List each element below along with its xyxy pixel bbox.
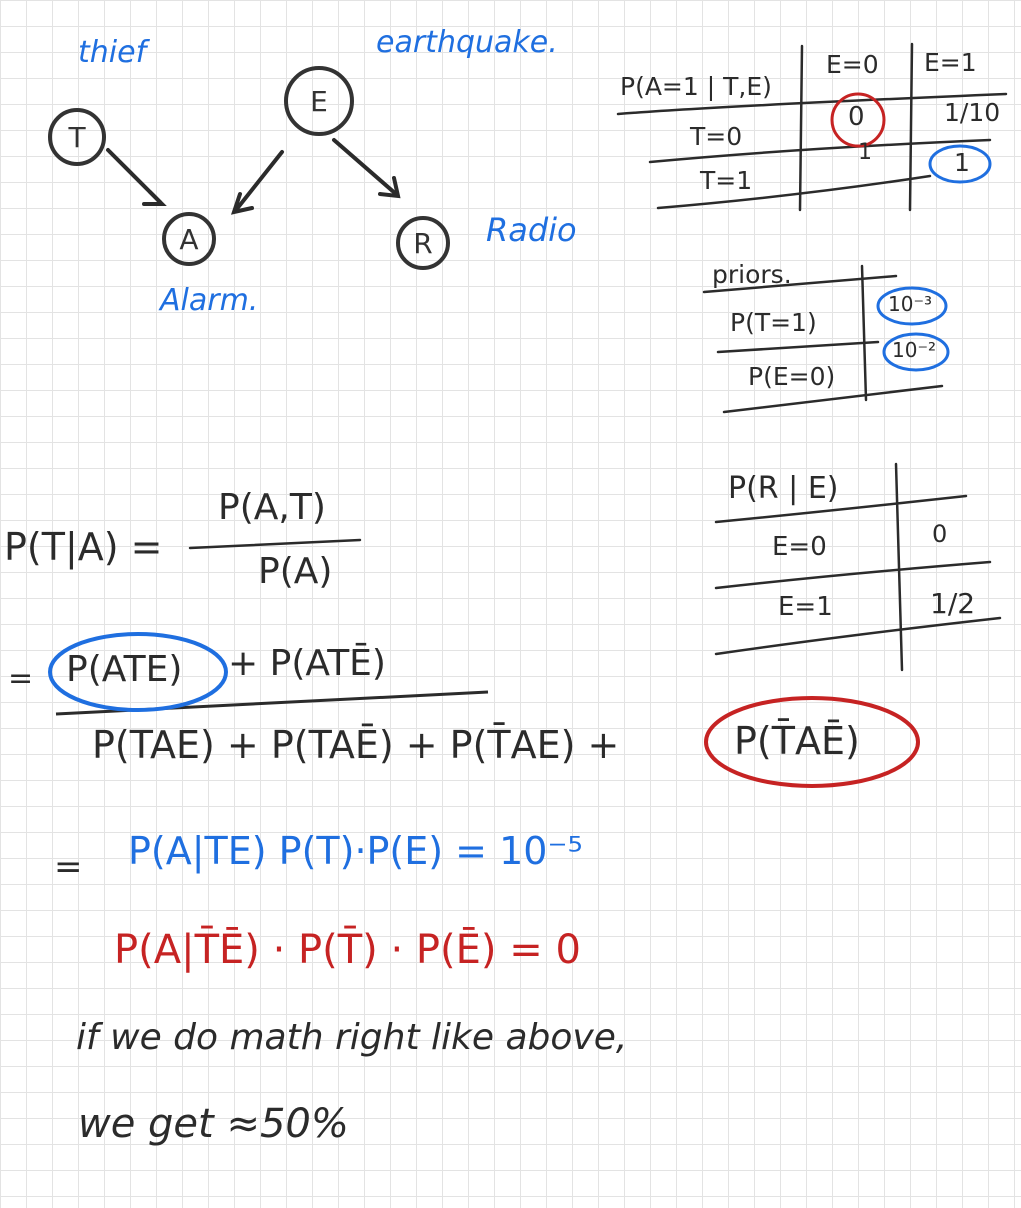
radio-table-row-label: E=1 [778,592,833,622]
radio-table-hline-1 [714,494,968,524]
alarm-table-row-t1: T=1 [700,166,753,195]
priors-table-hline-3 [722,384,944,414]
alarm-table-col-e1: E=1 [924,48,977,77]
radio-table-row-label: E=0 [772,532,827,562]
node-t: T [48,108,106,166]
node-a-label: A [179,222,199,256]
circle-highlight-blue [48,632,228,712]
priors-table-header: priors. [712,260,792,289]
eq2-denominator-circled: P(T̄AĒ) [734,719,860,763]
eq2-numerator-circled: P(ATE) [66,649,183,690]
alarm-table-vline-1 [798,44,804,212]
eq2-numerator-rest: + P(ATĒ) [228,643,386,684]
radio-table-hline-2 [714,560,992,590]
alarm-table-row-t0: T=0 [690,122,743,151]
radio-table-value: 0 [932,520,948,548]
circle-highlight-blue [882,332,950,372]
label-earthquake: earthquake. [376,25,558,60]
circle-highlight-blue [928,144,992,184]
bayes-numerator: P(A,T) [218,487,326,528]
arrow-e-to-a [234,150,284,212]
alarm-table-hline-1 [616,92,1008,116]
alarm-table-cell: 1 [954,148,970,177]
circle-highlight-red [830,92,886,148]
bayes-fraction-bar [188,538,362,550]
eq4-red-term: P(A|T̄Ē) · P(T̄) · P(Ē) = 0 [114,927,581,973]
radio-table-hline-3 [714,616,1002,656]
circle-highlight-blue [876,286,948,326]
bayes-denominator: P(A) [258,551,333,592]
eq2-denominator: P(TAE) + P(TAĒ) + P(T̄AE) + [92,723,620,767]
alarm-table-col-e0: E=0 [826,50,879,79]
note-line-2: we get ≈50% [78,1101,349,1147]
alarm-table-cell: 1 [858,140,872,165]
priors-table-vline [860,264,868,402]
node-t-label: T [68,120,86,154]
alarm-table-hline-2 [648,138,992,164]
node-r: R [396,216,450,270]
alarm-table-cell: 1/10 [944,98,1001,127]
priors-table-row-label: P(E=0) [748,362,836,391]
priors-table-row-label: P(T=1) [730,308,817,337]
alarm-table-vline-2 [908,42,914,212]
label-radio: Radio [486,211,577,249]
node-e-label: E [310,84,328,118]
circle-highlight-red [704,696,920,788]
priors-table-value: 10⁻³ [888,292,933,316]
bayes-lhs: P(T|A) = [4,525,163,569]
alarm-table-hline-3 [656,174,932,210]
node-a: A [162,212,216,266]
radio-table-header: P(R | E) [728,471,839,506]
node-r-label: R [413,226,433,260]
eq3-equals: = [54,847,83,887]
note-line-1: if we do math right like above, [76,1017,628,1058]
arrow-t-to-a-head [142,190,167,206]
priors-table-hline-1 [702,274,898,294]
eq3-blue-term: P(A|TE) P(T)·P(E) = 10⁻⁵ [128,829,583,873]
priors-table-hline-2 [716,340,880,354]
label-alarm: Alarm. [160,283,259,318]
priors-table-value: 10⁻² [892,338,937,362]
node-e: E [284,66,354,136]
radio-table-vline [894,462,904,672]
radio-table-value: 1/2 [930,587,976,620]
arrow-e-to-a-head [230,192,254,215]
arrow-e-to-r [332,138,398,196]
arrow-e-to-r-head [378,176,401,199]
label-thief: thief [78,35,147,70]
eq2-equals: = [8,661,34,696]
alarm-table-header: P(A=1 | T,E) [620,72,772,101]
alarm-table-cell: 0 [848,102,865,132]
